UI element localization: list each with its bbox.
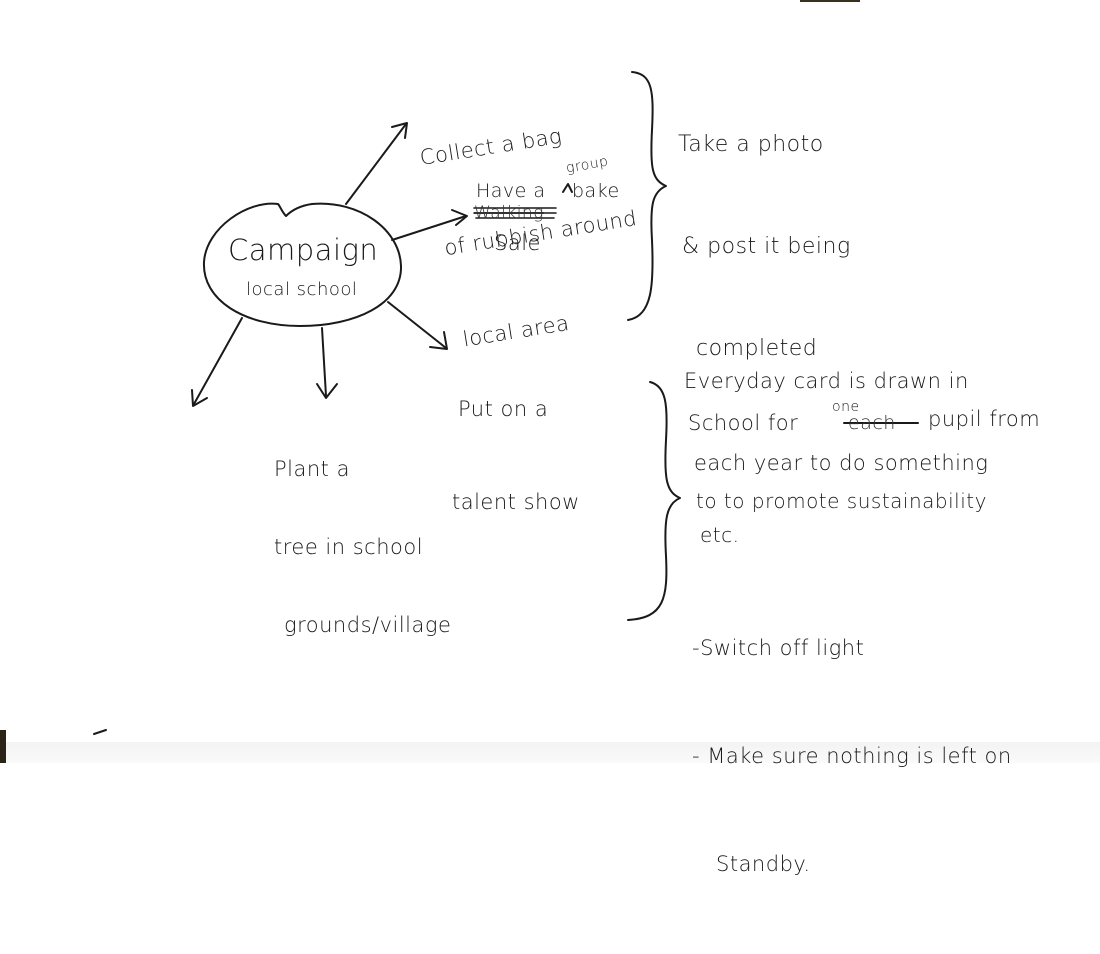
node-plant-tree-line: grounds/village bbox=[284, 613, 452, 637]
arrow-to-bake-sale bbox=[391, 209, 468, 241]
note-card-line2-prefix: School for bbox=[688, 411, 799, 435]
note-photo: Take a photo & post it being completed bbox=[678, 60, 851, 434]
center-ellipse bbox=[202, 202, 403, 327]
note-card-line4: to to promote sustainability bbox=[696, 489, 987, 513]
node-talent-show: Put on a talent show bbox=[452, 332, 580, 580]
note-photo-line: & post it being bbox=[682, 234, 851, 259]
center-title: Campaign bbox=[228, 233, 379, 267]
mind-map-strokes bbox=[93, 71, 919, 735]
note-bullet: -Switch off light bbox=[692, 636, 865, 660]
note-card-line2-insert: one bbox=[832, 399, 860, 415]
arrow-to-talent-show bbox=[387, 301, 448, 350]
note-bullet: Standby. bbox=[716, 852, 811, 876]
paper-sheet: Campaign local school Collect a bag of r… bbox=[0, 0, 1100, 876]
note-card-line2-struck: each bbox=[848, 412, 896, 434]
struck-word-scribble bbox=[473, 207, 557, 219]
node-talent-show-line: Put on a bbox=[458, 397, 549, 421]
insert-caret-group bbox=[562, 183, 573, 193]
arrow-to-plant-tree bbox=[316, 327, 338, 399]
node-talent-show-line: talent show bbox=[452, 490, 580, 514]
bake-sale-prefix: Have a bbox=[476, 180, 546, 202]
note-bullet: - Make sure nothing is left on bbox=[692, 744, 1012, 768]
node-plant-tree: Plant a tree in school grounds/village bbox=[274, 404, 451, 690]
pen-speck bbox=[93, 729, 107, 735]
paper-top-edge bbox=[800, 0, 860, 2]
node-plant-tree-line: Plant a bbox=[274, 457, 350, 481]
brace-lower bbox=[627, 381, 681, 621]
bake-sale-struck: Walking bbox=[474, 203, 544, 223]
corner-shadow bbox=[0, 730, 6, 763]
note-card-line2-suffix: pupil from bbox=[928, 407, 1041, 431]
note-card-bullets: -Switch off light - Make sure nothing is… bbox=[692, 558, 1012, 954]
arrow-down-left bbox=[191, 317, 243, 407]
bake-sale-line2: Sale bbox=[494, 231, 541, 255]
paper-bottom-edge bbox=[0, 742, 1100, 763]
center-subtitle: local school bbox=[246, 279, 358, 300]
node-plant-tree-line: tree in school bbox=[274, 535, 424, 559]
note-card-line1: Everyday card is drawn in bbox=[684, 369, 969, 393]
note-photo-line: Take a photo bbox=[678, 132, 824, 157]
bake-sale-suffix: bake bbox=[572, 180, 620, 202]
note-card-line3: each year to do something bbox=[694, 451, 989, 475]
note-card-line5: etc. bbox=[700, 523, 740, 547]
note-photo-line: completed bbox=[696, 336, 818, 361]
brace-upper bbox=[627, 71, 667, 321]
arrow-to-rubbish bbox=[345, 122, 408, 205]
